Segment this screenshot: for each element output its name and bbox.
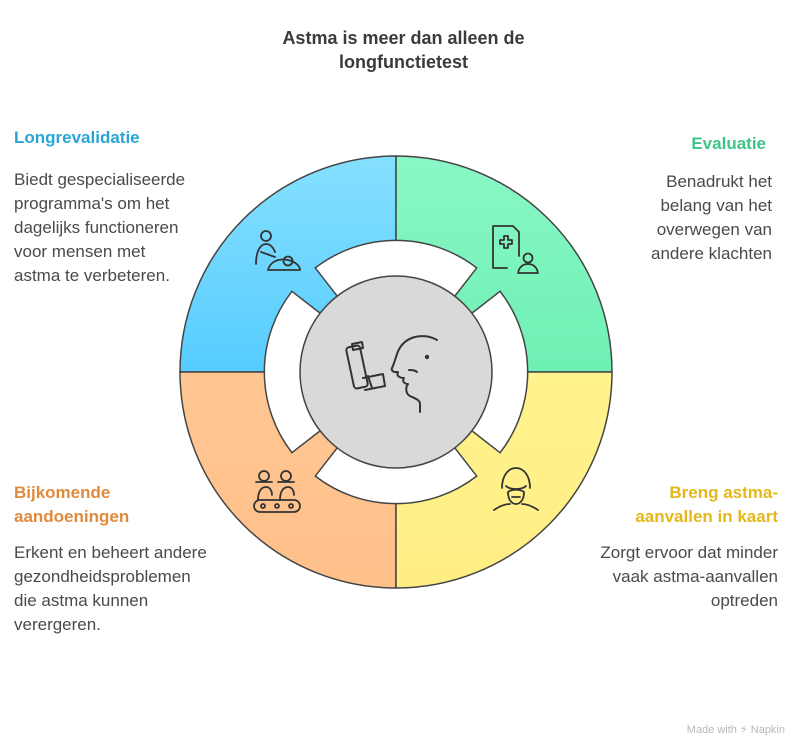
section-heading: Longrevalidatie (14, 128, 140, 147)
title-line-1: Astma is meer dan alleen de (282, 28, 525, 48)
title-line-2: longfunctietest (339, 52, 468, 72)
section-heading: Bijkomende aandoeningen (14, 483, 130, 526)
section-bijkomende-aandoeningen: Bijkomende aandoeningen Erkent en beheer… (14, 481, 254, 637)
section-heading: Evaluatie (691, 134, 766, 153)
section-description: Erkent en beheert andere gezondheidsprob… (14, 543, 207, 634)
oxygen-mask-icon (493, 467, 539, 511)
section-description: Zorgt ervoor dat minder vaak astma-aanva… (600, 543, 778, 610)
section-description: Biedt gespecialiseerde programma's om he… (14, 170, 186, 285)
medical-record-icon (492, 225, 539, 274)
section-heading: Breng astma- aanvallen in kaart (635, 483, 778, 526)
section-longrevalidatie: Longrevalidatie Biedt gespecialiseerde p… (14, 126, 244, 288)
patients-group-icon (253, 470, 301, 513)
inner-ring (263, 239, 529, 505)
section-description: Benadrukt het belang van het overwegen v… (651, 172, 772, 263)
page-title: Astma is meer dan alleen de longfunctiet… (0, 26, 807, 74)
section-evaluatie: Evaluatie Benadrukt het belang van het o… (590, 132, 772, 266)
caregiver-patient-icon (255, 230, 301, 271)
inhaler-person-icon (345, 335, 438, 413)
napkin-watermark[interactable]: Made with ⚡ Napkin (686, 724, 785, 736)
section-astma-aanvallen: Breng astma- aanvallen in kaart Zorgt er… (560, 481, 778, 613)
